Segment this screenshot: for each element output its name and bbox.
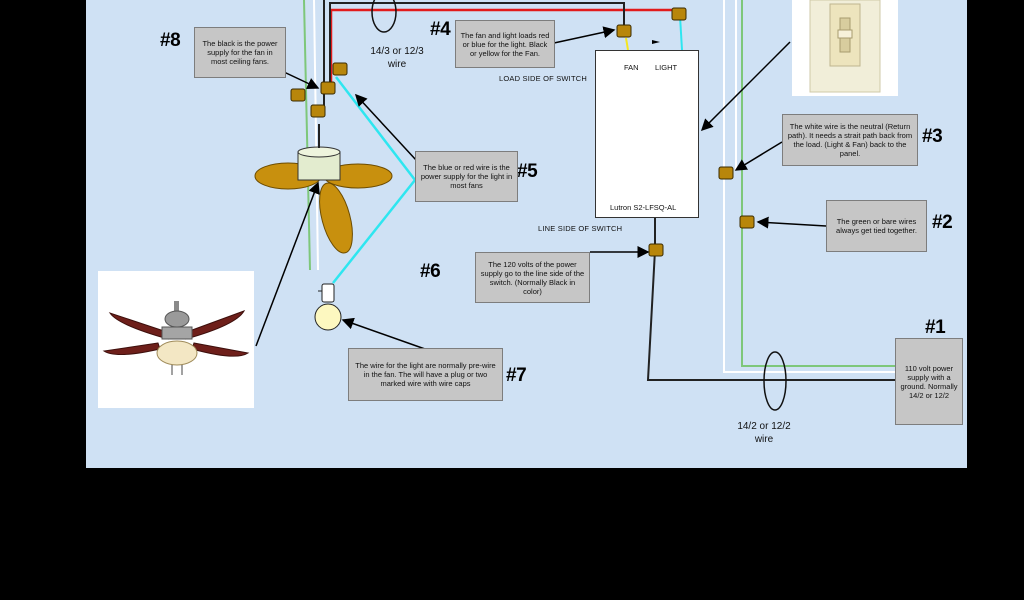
dimmer-switch-photo bbox=[792, 0, 898, 96]
cable-bundle-14-2 bbox=[763, 351, 787, 411]
cable-bundle-14-3 bbox=[371, 0, 397, 33]
tag-4: #4 bbox=[430, 19, 451, 40]
note-5: The blue or red wire is the power supply… bbox=[415, 151, 518, 202]
light-bulb bbox=[314, 303, 342, 331]
wire-label-14-3: 14/3 or 12/3 wire bbox=[355, 45, 439, 71]
neutral-wire-supply bbox=[723, 0, 898, 373]
tag-8: #8 bbox=[160, 30, 181, 51]
tag-3: #3 bbox=[922, 126, 943, 147]
switch-fan-label: FAN bbox=[624, 63, 639, 72]
ceiling-fan-photo bbox=[98, 271, 254, 408]
switch-model-label: Lutron S2-LFSQ-AL bbox=[610, 203, 677, 212]
wire-label-14-3-line1: 14/3 or 12/3 bbox=[370, 46, 424, 57]
arrow-dimmer bbox=[700, 41, 791, 132]
blue-wire-switch bbox=[679, 15, 683, 51]
black-wires bbox=[323, 0, 898, 381]
wire-nut bbox=[290, 88, 306, 102]
arrow-2 bbox=[756, 216, 827, 229]
wire-nut bbox=[310, 104, 326, 118]
tag-7: #7 bbox=[506, 365, 527, 386]
note-4: The fan and light loads red or blue for … bbox=[455, 20, 555, 68]
ground-wire-fan bbox=[303, 0, 311, 271]
line-side-label: LINE SIDE OF SWITCH bbox=[538, 224, 623, 233]
tag-2: #2 bbox=[932, 212, 953, 233]
yellow-wire bbox=[625, 37, 629, 51]
neutral-wire-fan bbox=[313, 0, 319, 271]
wire-label-14-2-line1: 14/2 or 12/2 bbox=[737, 421, 791, 432]
leader-arrows bbox=[251, 26, 827, 350]
note-2: The green or bare wires always get tied … bbox=[826, 200, 927, 252]
arrow-4 bbox=[553, 26, 616, 44]
note-6: The 120 volts of the power supply go to … bbox=[475, 252, 590, 303]
wire-label-14-3-line2: wire bbox=[387, 59, 407, 70]
black-wire-line bbox=[646, 249, 898, 381]
ground-wires bbox=[303, 0, 898, 367]
switch-light-label: LIGHT bbox=[655, 63, 678, 72]
arrow-3 bbox=[734, 141, 783, 171]
load-side-label: LOAD SIDE OF SWITCH bbox=[499, 74, 587, 83]
black-wire-load bbox=[329, 2, 625, 88]
wire-nut bbox=[320, 81, 336, 95]
dual-switch: FAN LIGHT Lutron S2-LFSQ-AL bbox=[595, 50, 699, 218]
arrow-small bbox=[652, 40, 660, 44]
wire-nut bbox=[648, 243, 664, 257]
ground-wire-supply bbox=[741, 0, 898, 367]
wire-nut bbox=[332, 62, 348, 76]
wire-label-14-2: 14/2 or 12/2 wire bbox=[722, 420, 806, 446]
wire-nut bbox=[718, 166, 734, 180]
tag-5: #5 bbox=[517, 161, 538, 182]
wire-nut bbox=[739, 215, 755, 229]
note-8: The black is the power supply for the fa… bbox=[194, 27, 286, 78]
fan-blade-bottom bbox=[319, 182, 353, 254]
arrow-7 bbox=[341, 317, 426, 350]
wire-nut bbox=[671, 7, 687, 21]
neutral-wires bbox=[313, 0, 898, 373]
fan-motor-top bbox=[297, 146, 341, 158]
note-7: The wire for the light are normally pre-… bbox=[348, 348, 503, 401]
wire-nuts bbox=[290, 7, 755, 257]
wire-label-14-2-line2: wire bbox=[754, 434, 774, 445]
wire-nut bbox=[616, 24, 632, 38]
note-3: The white wire is the neutral (Return pa… bbox=[782, 114, 918, 166]
note-1: 110 volt power supply with a ground. Nor… bbox=[895, 338, 963, 425]
tag-1: #1 bbox=[925, 317, 946, 338]
light-socket bbox=[321, 283, 335, 303]
light-fixture bbox=[314, 283, 342, 331]
ceiling-fan-drawing bbox=[254, 124, 393, 254]
arrow-5 bbox=[354, 93, 417, 161]
tag-6: #6 bbox=[420, 261, 441, 282]
arrow-fan-photo bbox=[255, 181, 320, 347]
